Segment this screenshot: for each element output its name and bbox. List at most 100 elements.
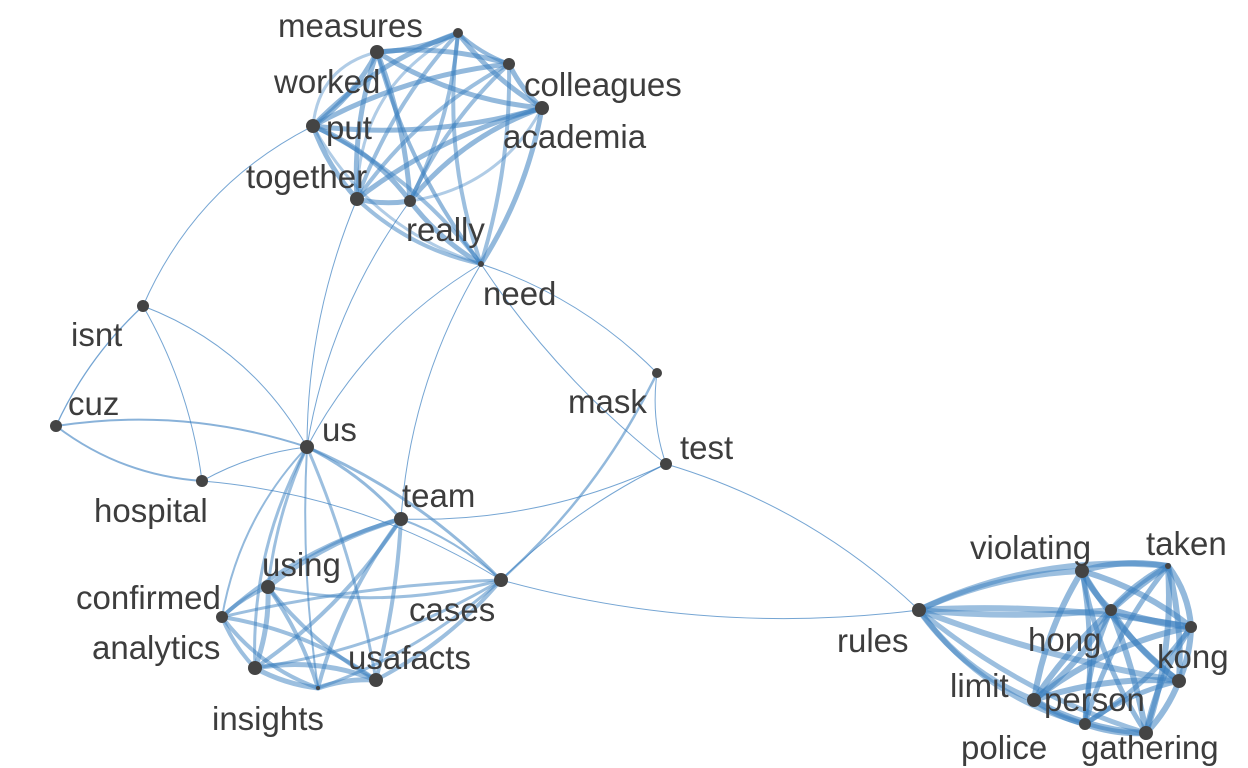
edge-need-us [306, 263, 482, 448]
node-using [261, 580, 275, 594]
node-label-measures: measures [278, 7, 423, 44]
edge-confirmed-cases [220, 578, 503, 619]
edge-layer [55, 30, 1195, 737]
node-label-cuz: cuz [68, 385, 119, 422]
node-violating [1075, 564, 1089, 578]
node-label-person: person [1044, 681, 1145, 718]
edge-really-us [306, 200, 411, 448]
node-label-cases: cases [409, 591, 495, 628]
edge-violating-limit [1031, 568, 1085, 703]
edge-team-test [400, 463, 667, 520]
edge-hospital-cases [201, 480, 502, 581]
node-together [350, 192, 364, 206]
node-cuz [50, 420, 62, 432]
edge-us-confirmed [221, 446, 308, 618]
node-test [660, 458, 672, 470]
edge-taken-police [1082, 563, 1171, 727]
node-label-gathering: gathering [1081, 729, 1219, 766]
node-label-usafacts: usafacts [348, 639, 471, 676]
node-police [1079, 718, 1091, 730]
edge-isnt-us [142, 305, 308, 448]
edge-test-rules [665, 463, 920, 611]
node-label-test: test [680, 429, 733, 466]
node-mask [652, 368, 662, 378]
edge-measures-together [353, 49, 380, 202]
edge-team-cases [400, 518, 502, 581]
edge-colleagues-really [408, 106, 544, 203]
edge-isnt-hospital [142, 305, 203, 482]
edge-person-police [1082, 678, 1182, 727]
edge-analytics-insights [252, 665, 321, 691]
edge-cases-test [500, 463, 667, 581]
node-kong [1185, 621, 1197, 633]
node-person [1172, 674, 1186, 688]
node-label-need: need [483, 275, 556, 312]
edge-need-mask [480, 263, 658, 374]
node-label-taken: taken [1146, 525, 1227, 562]
node-label-isnt: isnt [71, 316, 122, 353]
edge-confirmed-insights [220, 615, 320, 690]
node-team [394, 512, 408, 526]
node-n_top [453, 28, 463, 38]
edge-hong-gathering [1108, 607, 1149, 736]
edge-us-cases [305, 445, 503, 582]
node-label-worked: worked [273, 63, 380, 100]
node-isnt [137, 300, 149, 312]
node-label-academia: academia [503, 118, 647, 155]
edge-kong-limit [1031, 624, 1194, 703]
node-label-police: police [961, 729, 1047, 766]
edge-put-need [311, 124, 483, 266]
edge-cuz-us [55, 418, 308, 448]
node-hong [1105, 604, 1117, 616]
node-usafacts [369, 673, 383, 687]
node-label-team: team [402, 477, 475, 514]
edge-n_right-together [355, 62, 511, 201]
edge-together-need [355, 197, 483, 266]
node-colleagues [535, 101, 549, 115]
edge-using-cases [266, 578, 503, 600]
node-measures [370, 45, 384, 59]
edge-colleagues-need [478, 105, 545, 267]
node-layer [50, 28, 1197, 740]
edge-together-really [354, 196, 413, 206]
node-label-kong: kong [1157, 638, 1229, 675]
node-label-hospital: hospital [94, 492, 208, 529]
edge-colleagues-really [407, 105, 545, 204]
node-label-us: us [322, 411, 357, 448]
edge-us-usafacts [305, 445, 378, 682]
node-label-colleagues: colleagues [524, 66, 682, 103]
node-confirmed [216, 611, 228, 623]
edge-limit-person [1031, 677, 1182, 703]
node-us [300, 440, 314, 454]
edge-n_top-together [355, 31, 460, 201]
edge-put-together [310, 123, 360, 202]
node-label-mask: mask [568, 383, 647, 420]
node-label-analytics: analytics [92, 629, 220, 666]
node-hospital [196, 475, 208, 487]
edge-need-team [400, 263, 482, 520]
node-label-rules: rules [837, 622, 909, 659]
node-label-using: using [262, 546, 341, 583]
node-limit [1027, 693, 1041, 707]
edge-usafacts-cases [374, 578, 503, 682]
edge-n_top-together [355, 31, 460, 201]
node-analytics [248, 661, 262, 675]
edge-put-need [311, 124, 483, 266]
node-cases [494, 573, 508, 587]
node-really [404, 195, 416, 207]
node-label-really: really [406, 211, 485, 248]
edge-confirmed-usafacts [220, 615, 378, 682]
edge-really-need [407, 198, 484, 267]
node-taken [1165, 563, 1171, 569]
node-label-limit: limit [950, 667, 1009, 704]
node-label-put: put [326, 109, 372, 146]
edge-violating-taken [1079, 560, 1171, 574]
edge-n_top-put [310, 30, 461, 129]
edge-need-test [480, 263, 667, 465]
node-n_right [503, 58, 515, 70]
node-put [306, 119, 320, 133]
node-gathering [1139, 726, 1153, 740]
edge-measures-put [311, 50, 379, 128]
